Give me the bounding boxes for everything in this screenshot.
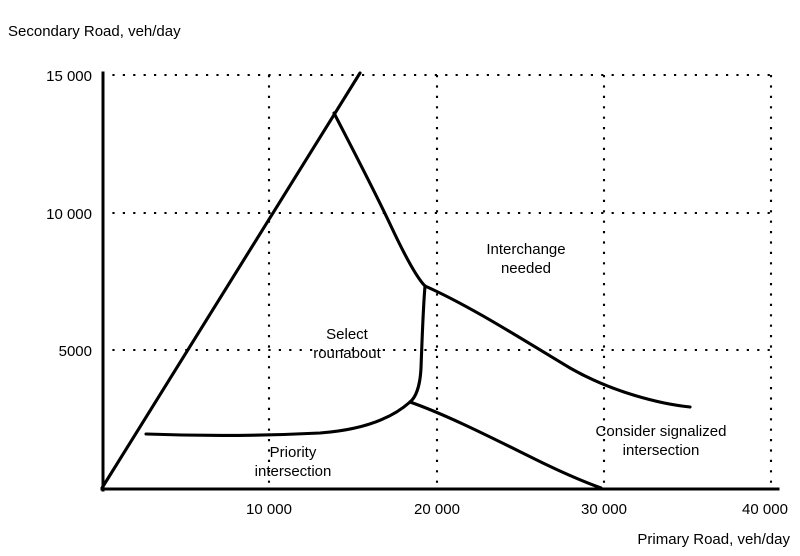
y-tick-label-5000: 5000 (59, 343, 92, 360)
x-axis-title: Primary Road, veh/day (637, 531, 790, 548)
axes (100, 71, 780, 492)
curve-roundabout-right-boundary (408, 284, 427, 404)
x-tick-label-20000: 20 000 (414, 501, 460, 518)
annotation-select-roundabout-line2: rounabout (313, 345, 381, 362)
annotation-consider-signalized-line1: Consider signalized (596, 423, 727, 440)
horizontal-gridlines (102, 73, 775, 352)
y-tick-labels: 15 000 10 000 5000 (46, 68, 92, 360)
x-tick-label-30000: 30 000 (581, 501, 627, 518)
x-tick-labels: 10 000 20 000 30 000 40 000 (246, 501, 788, 518)
x-tick-label-10000: 10 000 (246, 501, 292, 518)
annotation-interchange-needed-line1: Interchange (486, 241, 565, 258)
annotation-priority-intersection-line2: intersection (255, 463, 332, 480)
region-annotations: Select rounabout Priority intersection I… (255, 241, 727, 480)
annotation-consider-signalized-line2: intersection (623, 442, 700, 459)
vertical-gridlines (267, 75, 773, 488)
boundary-curves (100, 71, 692, 490)
curve-signalized-lower-boundary (408, 400, 603, 490)
curve-roundabout-upper-boundary (332, 111, 427, 288)
annotation-select-roundabout: Select rounabout (313, 326, 381, 362)
annotation-interchange-needed-line2: needed (501, 260, 551, 277)
curve-priority-roundabout-diagonal (100, 71, 362, 490)
curve-priority-lower-boundary (144, 400, 412, 437)
x-tick-label-40000: 40 000 (742, 501, 788, 518)
annotation-priority-intersection: Priority intersection (255, 444, 332, 480)
curve-interchange-lower-boundary (423, 284, 692, 409)
y-axis-title: Secondary Road, veh/day (8, 23, 181, 40)
annotation-interchange-needed: Interchange needed (486, 241, 565, 277)
annotation-consider-signalized-intersection: Consider signalized intersection (596, 423, 727, 459)
y-tick-label-15000: 15 000 (46, 68, 92, 85)
y-tick-label-10000: 10 000 (46, 206, 92, 223)
annotation-select-roundabout-line1: Select (326, 326, 369, 343)
annotation-priority-intersection-line1: Priority (270, 444, 317, 461)
